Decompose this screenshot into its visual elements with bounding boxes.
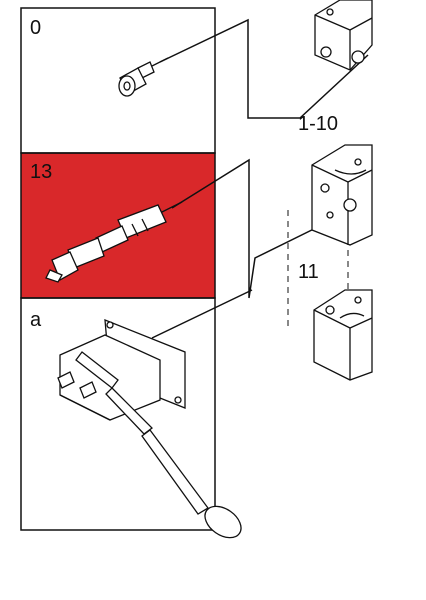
panel-label-13: 13 [30,161,53,183]
hand-lever-part [57,319,242,539]
valve-block-middle [311,144,373,246]
leader-line-a [151,289,253,339]
valve-block-bottom [313,289,373,381]
leader-line-0 [159,18,369,119]
panel-label-a: a [30,309,42,331]
panel-a[interactable] [20,297,216,531]
panel-label-0: 0 [30,17,42,39]
assembly-label-1-10: 1-10 [298,113,339,135]
valve-block-top [314,0,373,71]
leader-lines [151,18,369,339]
leader-line-13 [171,158,329,299]
assembly-label-11: 11 [298,261,319,283]
plug-screw-part [118,57,169,97]
cable-connector-part [45,201,183,283]
panel-0[interactable] [20,7,216,154]
